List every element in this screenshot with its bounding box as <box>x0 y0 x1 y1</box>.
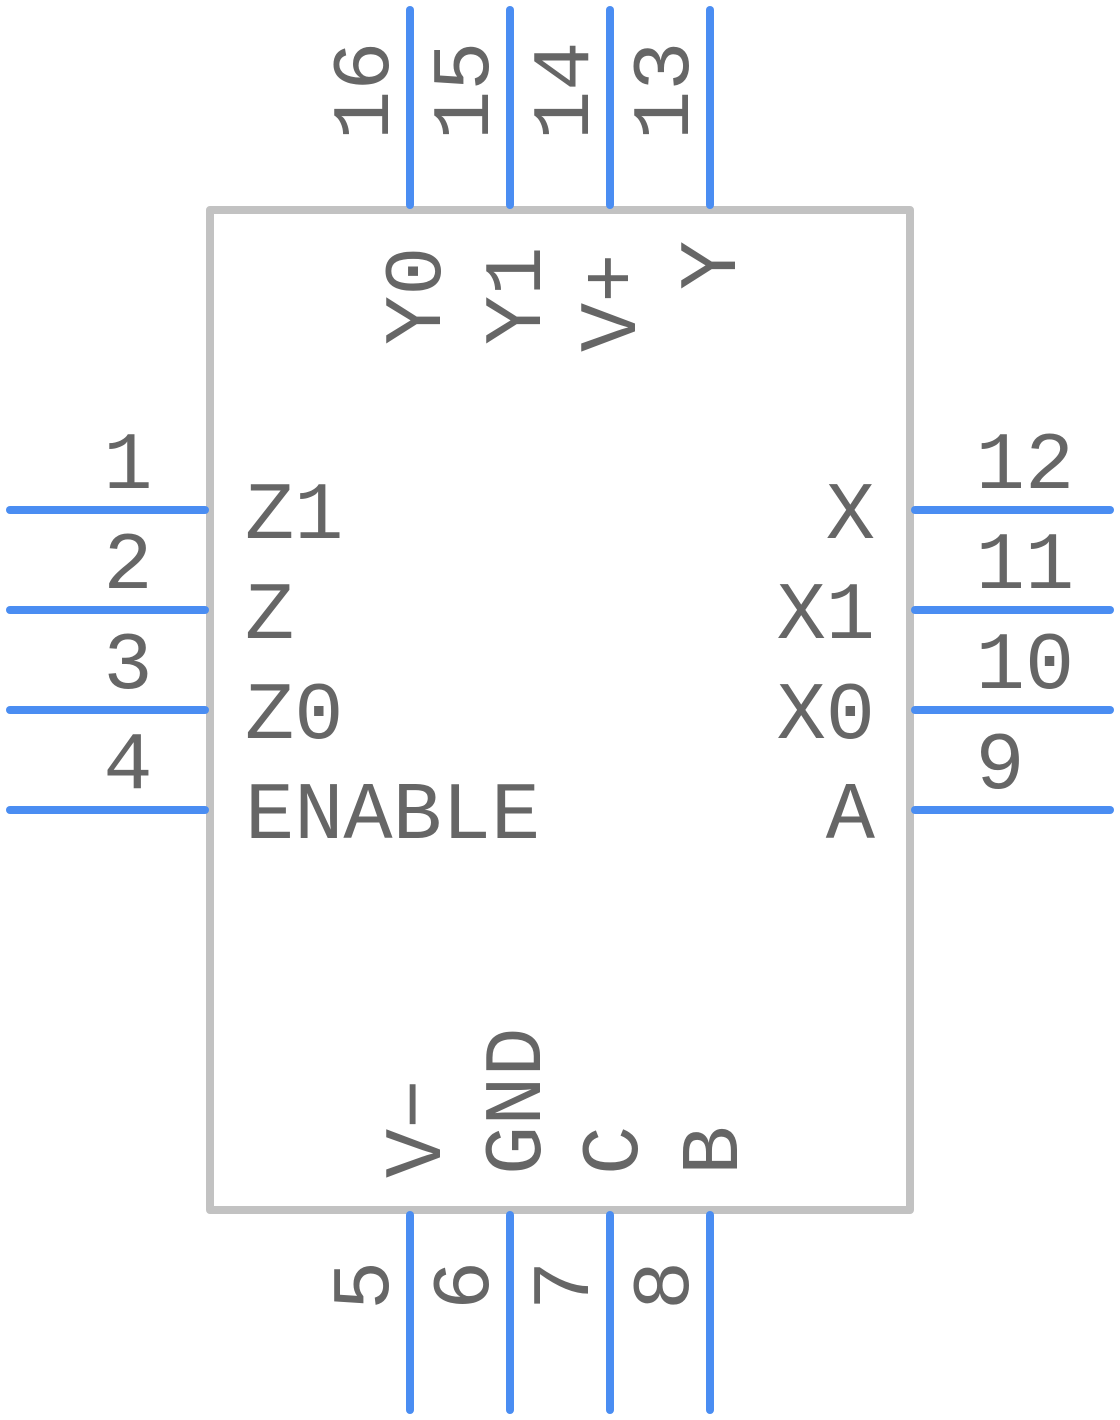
pin-number: 2 <box>103 520 152 613</box>
pin-label: Y <box>667 241 760 290</box>
pin-label: X <box>826 470 875 563</box>
pin-number: 13 <box>620 42 713 140</box>
pin-number: 4 <box>103 720 152 813</box>
pin-2[interactable]: 2 Z <box>6 520 294 663</box>
pin-number: 9 <box>975 720 1024 813</box>
pin-number: 5 <box>320 1261 413 1310</box>
pin-label: Z <box>245 570 294 663</box>
pin-label: V+ <box>567 254 660 352</box>
pin-label: Z1 <box>245 470 343 563</box>
pin-label: V− <box>372 1080 465 1178</box>
pin-number: 11 <box>976 520 1074 613</box>
pin-number: 8 <box>620 1261 713 1310</box>
pin-6[interactable]: 6 GND <box>420 1027 565 1414</box>
pin-12[interactable]: 12 X <box>826 420 1114 563</box>
pin-10[interactable]: 10 X0 <box>777 620 1114 763</box>
pin-label: B <box>669 1126 762 1175</box>
pin-label: C <box>569 1126 662 1175</box>
pin-label: Y0 <box>372 247 465 345</box>
pin-1[interactable]: 1 Z1 <box>6 420 343 563</box>
pin-label: GND <box>472 1027 565 1175</box>
pin-number: 3 <box>103 620 152 713</box>
pin-13[interactable]: 13 Y <box>620 6 760 290</box>
pin-label: A <box>826 770 876 863</box>
pin-number: 15 <box>420 42 513 140</box>
pin-15[interactable]: 15 Y1 <box>420 6 565 345</box>
component-body <box>206 206 914 1214</box>
pin-label: ENABLE <box>245 770 540 863</box>
pin-4[interactable]: 4 ENABLE <box>6 720 540 863</box>
pin-label: X0 <box>777 670 875 763</box>
pin-number: 10 <box>976 620 1074 713</box>
pin-11[interactable]: 11 X1 <box>777 520 1114 663</box>
pin-label: Y1 <box>472 247 565 345</box>
pin-number: 1 <box>103 420 152 513</box>
pin-8[interactable]: 8 B <box>620 1126 762 1414</box>
pin-9[interactable]: 9 A <box>826 720 1114 863</box>
pin-label: X1 <box>777 570 875 663</box>
pin-number: 12 <box>976 420 1074 513</box>
pin-7[interactable]: 7 C <box>520 1126 662 1414</box>
pin-5[interactable]: 5 V− <box>320 1080 465 1414</box>
pin-number: 14 <box>520 42 613 140</box>
pin-number: 6 <box>420 1261 513 1310</box>
pin-label: Z0 <box>245 670 343 763</box>
pin-16[interactable]: 16 Y0 <box>320 6 465 345</box>
pin-3[interactable]: 3 Z0 <box>6 620 343 763</box>
pin-number: 7 <box>520 1261 613 1310</box>
pin-number: 16 <box>320 42 413 140</box>
pin-14[interactable]: 14 V+ <box>520 6 660 352</box>
